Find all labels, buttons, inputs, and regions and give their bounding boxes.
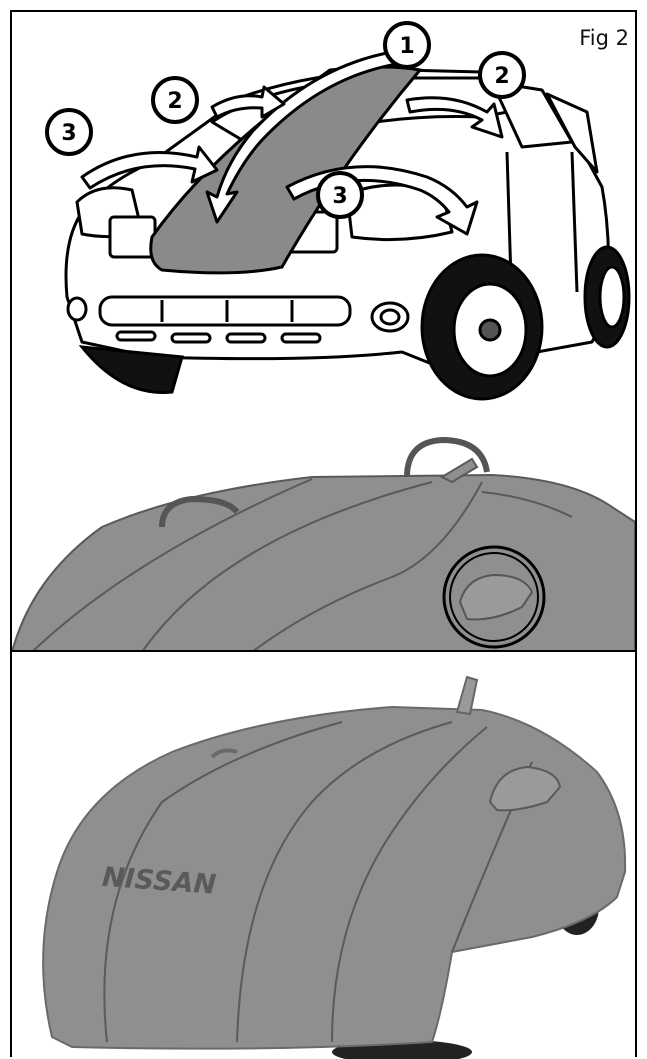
step-marker-2-right: 2 bbox=[480, 53, 524, 97]
svg-text:2: 2 bbox=[167, 89, 182, 114]
vehicle-line-art-panel: 1 2 2 3 3 bbox=[12, 12, 635, 407]
svg-text:3: 3 bbox=[332, 184, 347, 209]
svg-text:1: 1 bbox=[399, 34, 414, 59]
cover-closeup-body bbox=[12, 475, 635, 652]
figure-frame: Fig 2 bbox=[10, 10, 637, 1057]
svg-text:2: 2 bbox=[494, 64, 509, 89]
covered-vehicle-closeup-panel bbox=[12, 407, 635, 652]
mirror-loop-right bbox=[407, 440, 487, 477]
step-marker-2-left: 2 bbox=[153, 78, 197, 122]
svg-text:3: 3 bbox=[61, 121, 76, 146]
step-marker-3-left: 3 bbox=[47, 110, 91, 154]
highlight-circle bbox=[444, 547, 544, 647]
step-marker-3-right: 3 bbox=[318, 173, 362, 217]
step-marker-1: 1 bbox=[385, 23, 429, 67]
covered-vehicle-panel: NISSAN bbox=[12, 652, 635, 1059]
